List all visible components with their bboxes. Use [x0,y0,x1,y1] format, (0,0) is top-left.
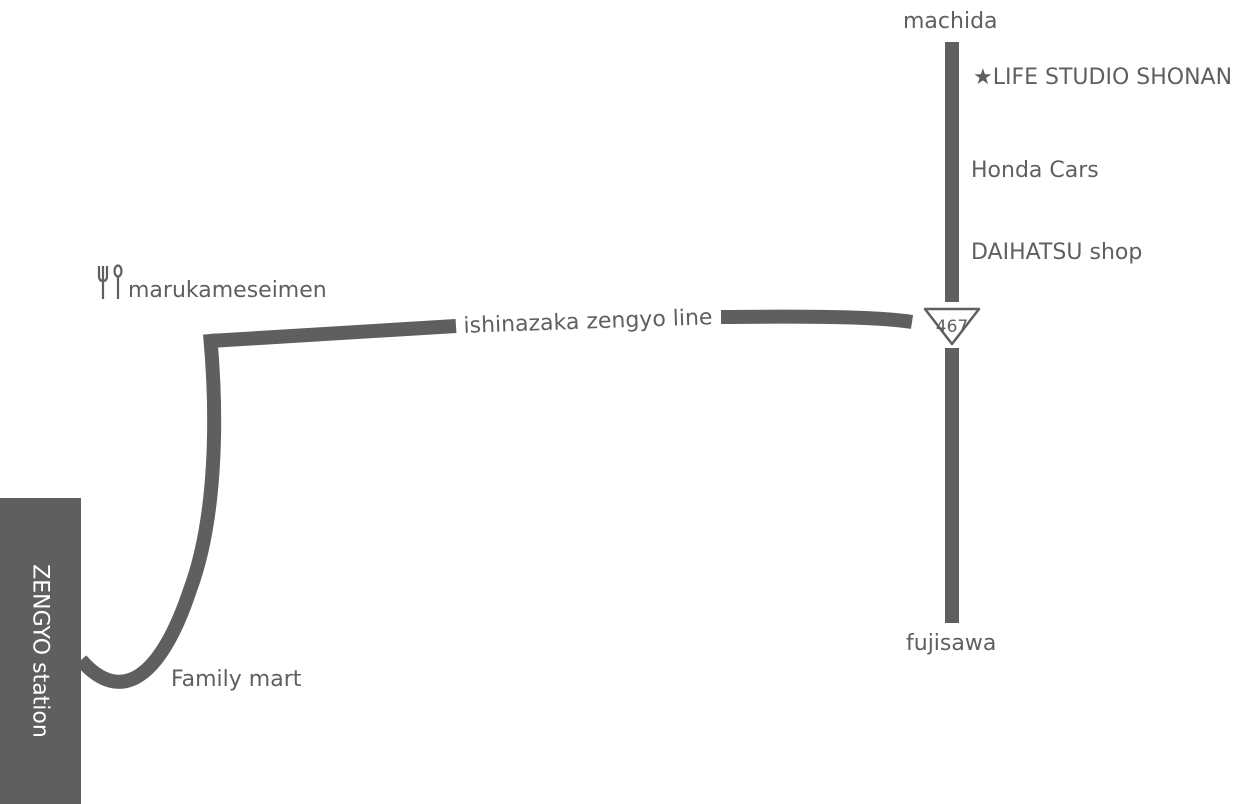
star-icon: ★ [973,65,993,90]
label-honda-cars: Honda Cars [971,158,1099,183]
label-daihatsu: DAIHATSU shop [971,240,1143,265]
road-to-station [75,333,222,689]
zengyo-station [0,498,81,804]
label-machida: machida [903,9,998,34]
fork-spoon-icon [97,264,123,299]
ishinazaka-line-east [720,309,914,329]
label-life-studio[interactable]: ★LIFE STUDIO SHONAN [973,65,1232,91]
life-studio-name: LIFE STUDIO SHONAN [992,65,1233,90]
ishinazaka-line-west [209,319,457,348]
route-467-shield [923,307,981,346]
route-467-number: 467 [936,317,968,337]
label-family-mart: Family mart [171,667,302,692]
station-label: ZENGYO station [27,564,53,738]
label-restaurant: marukameseimen [128,278,327,303]
label-fujisawa: fujisawa [906,631,997,656]
